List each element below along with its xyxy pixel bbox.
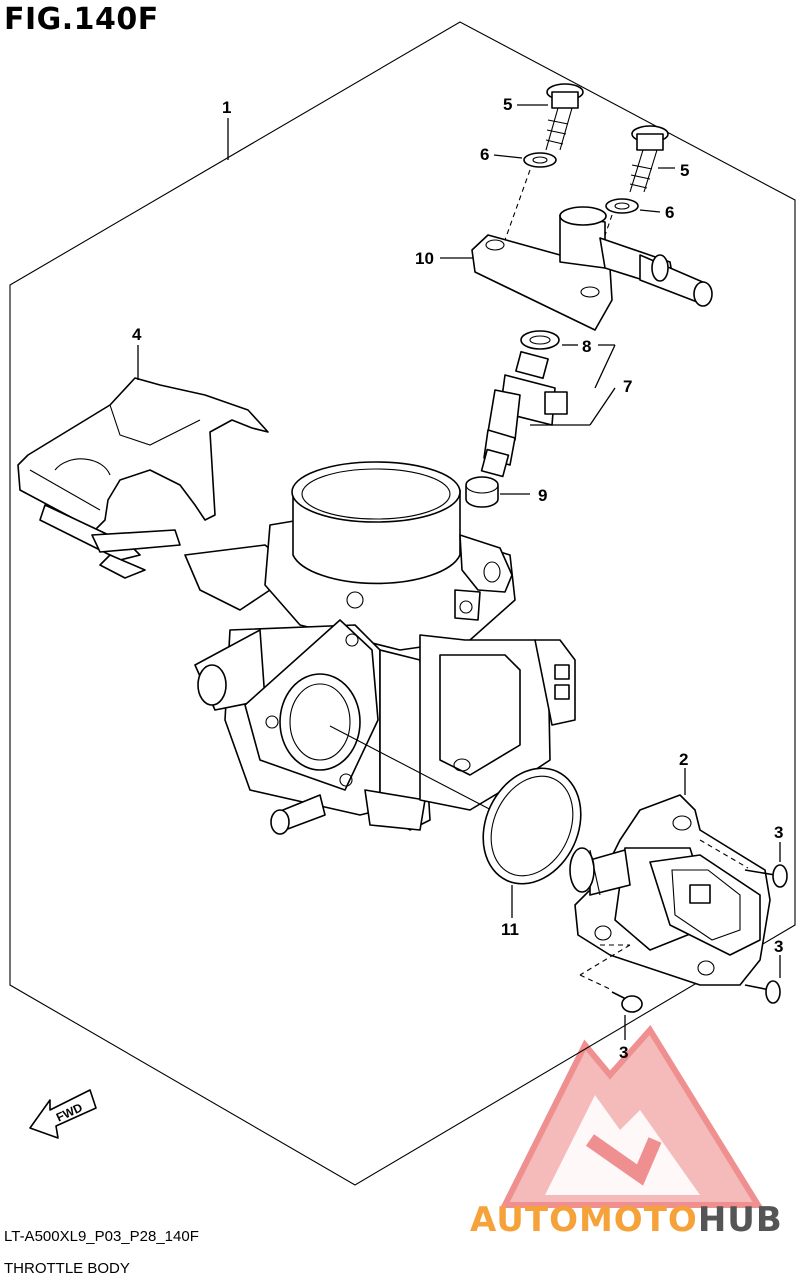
watermark-wordmark: AUTOMOTOHUB xyxy=(470,1200,783,1240)
watermark-logo-icon xyxy=(500,1024,764,1208)
callout-3-a: 3 xyxy=(774,823,783,842)
fuel-delivery-pipe-part-10 xyxy=(471,206,713,331)
screw-part-3-a xyxy=(744,864,788,888)
fwd-label: FWD xyxy=(54,1100,85,1124)
watermark-part-1: AUTOMOTO xyxy=(470,1200,698,1240)
callout-1: 1 xyxy=(222,98,231,117)
callout-2: 2 xyxy=(679,750,688,769)
callout-8: 8 xyxy=(582,337,591,356)
figure-title: FIG.140F xyxy=(4,2,159,37)
o-ring-part-8 xyxy=(520,330,560,350)
gasket-part-11 xyxy=(482,767,582,885)
washer-part-6-lower xyxy=(605,198,639,214)
fuel-injector-part-7 xyxy=(480,350,568,478)
screw-part-3-b xyxy=(744,980,781,1004)
diagram-caption: THROTTLE BODY xyxy=(4,1260,130,1277)
idle-air-control-valve-part-2 xyxy=(569,794,771,986)
screw-part-3-c xyxy=(611,991,643,1013)
document-code: LT-A500XL9_P03_P28_140F xyxy=(4,1228,199,1245)
callout-5-lower: 5 xyxy=(680,161,689,180)
throttle-body xyxy=(184,461,576,835)
bracket-part-4 xyxy=(17,377,269,579)
screw-part-5-lower xyxy=(629,125,669,193)
callout-5-upper: 5 xyxy=(503,95,512,114)
callout-7: 7 xyxy=(623,377,632,396)
fwd-arrow-icon xyxy=(29,1089,97,1139)
callout-6-lower: 6 xyxy=(665,203,674,222)
screw-part-5-upper xyxy=(545,83,584,151)
callout-10: 10 xyxy=(415,249,434,268)
callout-9: 9 xyxy=(538,486,547,505)
callout-3-c: 3 xyxy=(619,1043,628,1062)
callout-11: 11 xyxy=(501,920,519,939)
callout-4: 4 xyxy=(132,325,142,344)
callout-6-upper: 6 xyxy=(480,145,489,164)
callout-3-b: 3 xyxy=(774,937,783,956)
seal-part-9 xyxy=(465,476,499,508)
washer-part-6-upper xyxy=(523,152,557,168)
watermark-part-2: HUB xyxy=(697,1200,783,1240)
assembly-frame xyxy=(9,21,796,1186)
